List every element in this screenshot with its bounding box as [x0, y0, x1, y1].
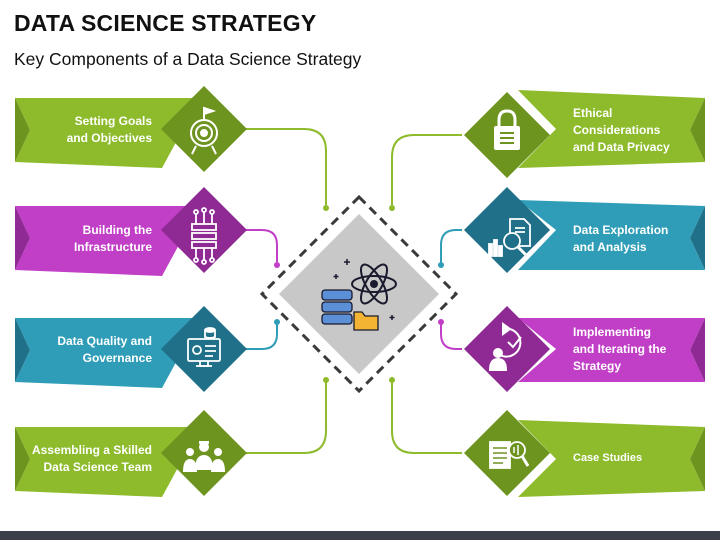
circuit-icon [191, 207, 217, 265]
component-exploration [464, 187, 705, 273]
label-case-studies: Case Studies [573, 452, 643, 464]
connector-ethics [391, 134, 462, 205]
connector-quality [246, 322, 278, 350]
connector-team [246, 380, 327, 454]
component-quality [15, 306, 247, 392]
center-hub [259, 194, 459, 394]
target-icon [190, 106, 218, 155]
connector-infrastructure [246, 229, 278, 262]
connector-dots [274, 205, 444, 383]
component-goals [15, 86, 247, 172]
component-case-studies [464, 410, 705, 497]
monitor-database-icon [187, 327, 221, 367]
iterate-user-icon [488, 322, 522, 371]
footer-bar [0, 531, 720, 540]
component-ethics [464, 90, 705, 178]
connector-goals [246, 128, 327, 205]
connector-implementing [440, 322, 462, 350]
connector-case-studies [391, 380, 462, 454]
connector-exploration [440, 229, 462, 265]
component-implementing [464, 306, 705, 392]
data-science-atom-icon [321, 259, 397, 331]
page-subtitle: Key Components of a Data Science Strateg… [14, 49, 362, 69]
document-search-icon [489, 441, 530, 469]
connectors [246, 128, 462, 454]
component-team [15, 410, 247, 497]
page-title: DATA SCIENCE STRATEGY [14, 10, 317, 36]
analysis-icon [488, 218, 531, 257]
lock-icon [494, 109, 520, 150]
component-infrastructure [15, 187, 247, 276]
team-icon [183, 441, 225, 472]
